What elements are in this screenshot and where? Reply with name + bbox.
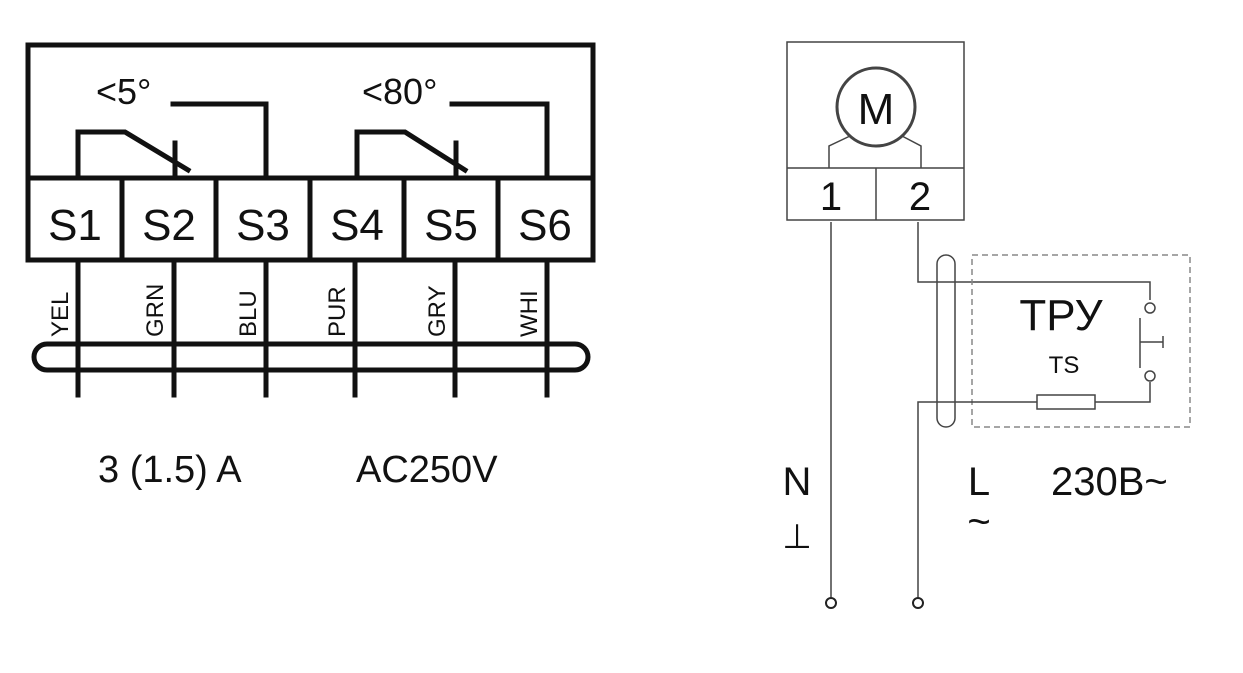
thermostat-contact-bottom — [1144, 370, 1156, 382]
thermostat-sub-label: TS — [1049, 352, 1080, 379]
neutral-label: N — [783, 460, 812, 504]
current-rating: 3 (1.5) A — [98, 449, 242, 491]
terminal-s4: S4 — [330, 201, 384, 250]
sensor-capillary — [936, 254, 956, 428]
contact-set-low — [75, 101, 269, 181]
wire-label-pur: PUR — [324, 286, 351, 337]
thermostat-label: ТРУ — [1019, 291, 1103, 340]
terminal-s2: S2 — [142, 201, 196, 250]
switch-block: <5° <80° S1 S2 S3 S4 S5 S6 — [25, 42, 596, 491]
wire-label-blu: BLU — [235, 290, 262, 337]
live-wire — [917, 401, 1037, 597]
thermostat-supply-wire — [917, 222, 1151, 300]
terminal-s5: S5 — [424, 201, 478, 250]
wire-label-grn: GRN — [142, 284, 169, 337]
wire-label-whi: WHI — [516, 290, 543, 337]
live-label: L — [968, 460, 990, 504]
neutral-terminal — [825, 597, 837, 609]
terminal-s6: S6 — [518, 201, 572, 250]
wire-label-gry: GRY — [424, 285, 451, 337]
supply-voltage: 230B~ — [1051, 460, 1168, 504]
switch-housing — [25, 42, 596, 181]
live-symbol: ~ — [967, 500, 990, 544]
contact-set-high — [354, 101, 550, 181]
heater-element — [1036, 394, 1096, 410]
thermostat-housing — [971, 254, 1191, 428]
motor-icon — [835, 66, 917, 148]
motor-circuit: M 1 2 ТРУ TS N ⊥ L ~ 230B~ — [782, 41, 1191, 609]
thermostat-contact-top — [1144, 302, 1156, 314]
voltage-rating: AC250V — [356, 449, 498, 491]
live-terminal — [912, 597, 924, 609]
terminal-s1: S1 — [48, 201, 102, 250]
angle-low-label: <5° — [96, 71, 151, 112]
cable-sleeve — [31, 341, 591, 373]
neutral-symbol: ⊥ — [782, 518, 812, 556]
motor-label: M — [858, 85, 895, 134]
motor-terminal-1: 1 — [820, 175, 842, 219]
wire-label-yel: YEL — [47, 292, 74, 337]
terminal-s3: S3 — [236, 201, 290, 250]
motor-terminal-2: 2 — [909, 175, 931, 219]
angle-high-label: <80° — [362, 71, 437, 112]
